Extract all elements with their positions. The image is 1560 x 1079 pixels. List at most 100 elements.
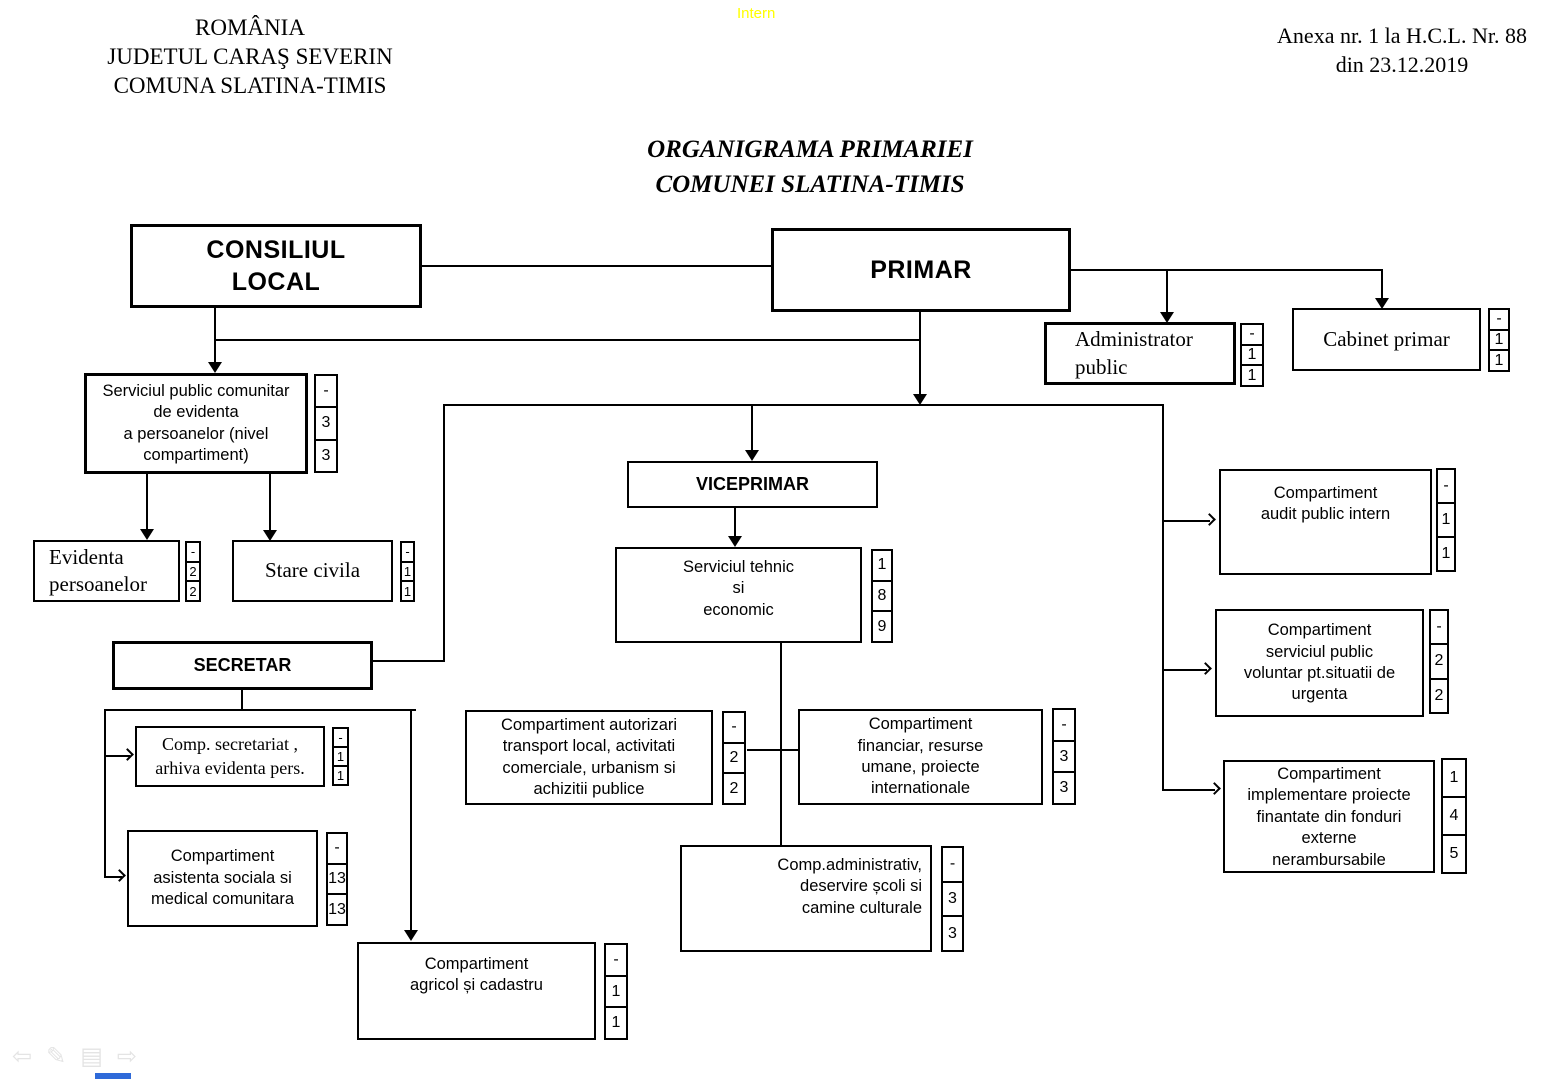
org-box-stare-civila: Stare civila (232, 540, 393, 602)
connector-to-secretariat (104, 755, 130, 757)
staff-count-cell: 2 (1431, 645, 1447, 680)
staff-count-cell: 3 (948, 924, 957, 942)
chevron-right-icon (1199, 662, 1212, 675)
org-box-label: Evidenta persoanelor (49, 544, 147, 596)
staff-count-cell: 3 (943, 883, 962, 918)
staff-count-cell: 3 (1059, 779, 1069, 797)
staff-counts-secretariat: - 1 1 (332, 727, 349, 786)
pencil-icon[interactable]: ✎ (46, 1042, 67, 1070)
back-arrow-icon[interactable]: ⇦ (12, 1042, 33, 1070)
arrow-down-icon (140, 529, 154, 540)
document-icon[interactable]: ▤ (80, 1042, 103, 1070)
staff-counts-implementare: 1 4 5 (1441, 758, 1467, 874)
staff-count-cell: - (1242, 325, 1262, 346)
connector-consiliul-primar (422, 265, 771, 267)
staff-counts-cabinet-primar: - 1 1 (1488, 308, 1510, 372)
connector-to-cabinet (1381, 269, 1383, 299)
staff-count-cell: 2 (189, 583, 197, 599)
staff-count-cell: 1 (1443, 760, 1465, 798)
staff-counts-audit: - 1 1 (1436, 468, 1456, 572)
org-box-label: Administrator public (1075, 327, 1193, 379)
presentation-nav-toolbar: ⇦ ✎ ▤ ⇨ (12, 1042, 137, 1070)
connector-consiliul-down (214, 308, 216, 366)
arrow-down-icon (728, 536, 742, 547)
staff-counts-voluntar: - 2 2 (1429, 609, 1449, 714)
staff-count-cell: - (187, 543, 199, 563)
connector-to-viceprimar (751, 404, 753, 451)
connector-to-administrator (1166, 269, 1168, 313)
org-box-label: Comp. secretariat , arhiva evidenta pers… (155, 734, 305, 778)
org-box-label: VICEPRIMAR (695, 473, 809, 494)
staff-counts-serviciul-tehnic: 1 8 9 (871, 549, 893, 643)
connector-to-stare-civila (269, 473, 271, 531)
header-institution: ROMÂNIA JUDETUL CARAŞ SEVERIN COMUNA SLA… (107, 15, 393, 98)
staff-count-cell: 1 (606, 977, 626, 1009)
staff-count-cell: - (724, 713, 744, 744)
staff-count-cell: 1 (402, 563, 413, 583)
staff-counts-serviciul-public: - 3 3 (314, 374, 338, 473)
staff-count-cell: - (316, 376, 336, 409)
staff-count-cell: - (1054, 710, 1074, 742)
staff-count-cell: 1 (1438, 504, 1454, 538)
org-box-label: SECRETAR (193, 654, 292, 675)
connector-viceprimar-tehnic (734, 508, 736, 537)
staff-count-cell: - (943, 848, 962, 883)
staff-count-cell: 1 (611, 1014, 621, 1032)
staff-counts-evidenta: - 2 2 (185, 541, 201, 602)
staff-count-cell: - (1438, 470, 1454, 504)
forward-arrow-icon[interactable]: ⇨ (116, 1042, 138, 1070)
connector-secretar-left (104, 709, 106, 878)
staff-count-cell: 2 (1434, 686, 1444, 704)
org-box-comp-secretariat: Comp. secretariat , arhiva evidenta pers… (135, 726, 325, 787)
arrow-down-icon (1375, 298, 1389, 309)
staff-count-cell: 5 (1449, 845, 1459, 862)
org-box-comp-agricol: Compartiment agricol și cadastru (357, 942, 596, 1040)
staff-count-cell: 1 (403, 583, 412, 599)
org-box-label: Stare civila (264, 558, 361, 583)
org-box-label: Compartiment implementare proiecte finan… (1247, 765, 1411, 869)
connector-to-agricol (410, 709, 412, 931)
staff-count-cell: - (1431, 611, 1447, 646)
staff-count-cell: 4 (1443, 798, 1465, 836)
connector-to-audit (1162, 520, 1210, 522)
staff-count-cell: 1 (1247, 366, 1257, 384)
connector-secretar-up (443, 404, 445, 662)
org-box-secretar: SECRETAR (112, 641, 373, 690)
staff-count-cell: 3 (1054, 742, 1074, 774)
connector-tehnic-down (780, 643, 782, 845)
org-box-cabinet-primar: Cabinet primar (1292, 308, 1481, 371)
staff-counts-financiar: - 3 3 (1052, 708, 1076, 805)
staff-count-cell: - (1490, 310, 1508, 331)
arrow-down-icon (1160, 312, 1174, 323)
staff-count-cell: 2 (187, 563, 199, 583)
staff-count-cell: 1 (1242, 346, 1262, 367)
arrow-down-icon (745, 450, 759, 461)
org-box-evidenta-persoanelor: Evidenta persoanelor (33, 540, 180, 602)
staff-counts-autorizari: - 2 2 (722, 711, 746, 805)
org-box-label: Serviciul tehnic si economic (683, 558, 794, 619)
staff-counts-stare-civila: - 1 1 (400, 541, 415, 602)
org-box-administrator-public: Administrator public (1044, 322, 1236, 385)
staff-counts-administrativ: - 3 3 (941, 846, 964, 952)
connector-secretar-link (373, 660, 443, 662)
org-box-label: Compartiment asistenta sociala si medica… (150, 847, 295, 909)
connector-to-asistenta (104, 876, 122, 878)
staff-count-cell: 1 (334, 748, 347, 767)
classification-label: Intern (737, 5, 776, 22)
staff-counts-asistenta: - 13 13 (326, 832, 348, 926)
staff-count-cell: 1 (1490, 331, 1508, 352)
org-box-label: Comp.administrativ, deservire școli si c… (777, 856, 922, 917)
org-box-label: Compartiment serviciul public voluntar p… (1243, 621, 1396, 704)
staff-count-cell: 13 (328, 865, 346, 896)
connector-primar-down (919, 312, 921, 395)
connector-main-horizontal (443, 404, 1164, 406)
staff-count-cell: 13 (328, 900, 346, 918)
staff-count-cell: - (402, 543, 413, 563)
connector-secretar-down (241, 690, 243, 711)
taskbar-peek-strip (95, 1073, 131, 1079)
staff-count-cell: 1 (1494, 351, 1504, 369)
staff-counts-agricol: - 1 1 (604, 943, 628, 1040)
org-box-comp-asistenta: Compartiment asistenta sociala si medica… (127, 830, 318, 927)
org-box-serviciul-public-comunitar: Serviciul public comunitar de evidenta a… (84, 373, 308, 474)
